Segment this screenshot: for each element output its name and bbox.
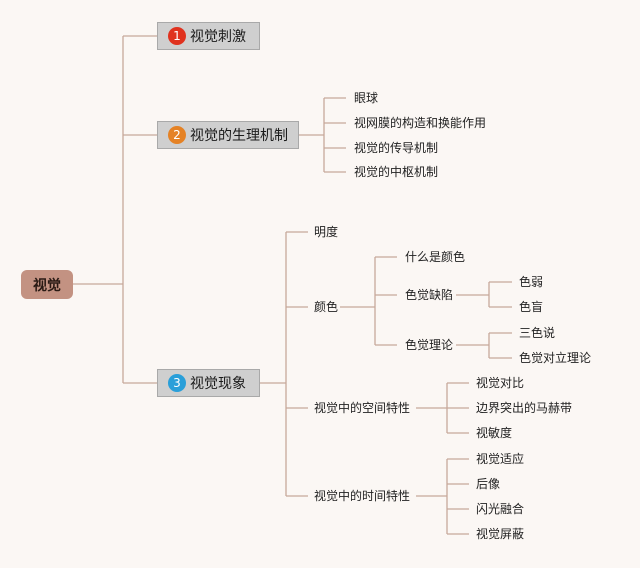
number-badge-2: 2 — [168, 126, 186, 144]
node-spatial-properties[interactable]: 视觉中的空间特性 — [314, 401, 411, 415]
branch-physiological-mechanism[interactable]: 2 视觉的生理机制 — [157, 121, 299, 149]
leaf-visual-contrast[interactable]: 视觉对比 — [476, 376, 525, 390]
node-color-theory[interactable]: 色觉理论 — [405, 338, 454, 352]
leaf-central-mechanism[interactable]: 视觉的中枢机制 — [354, 165, 439, 179]
leaf-visual-masking[interactable]: 视觉屏蔽 — [476, 527, 525, 541]
node-color[interactable]: 颜色 — [314, 300, 339, 314]
node-color-deficiency[interactable]: 色觉缺陷 — [405, 288, 454, 302]
node-temporal-properties[interactable]: 视觉中的时间特性 — [314, 489, 411, 503]
number-badge-1: 1 — [168, 27, 186, 45]
leaf-visual-adaptation[interactable]: 视觉适应 — [476, 452, 525, 466]
branch-visual-stimulus[interactable]: 1 视觉刺激 — [157, 22, 260, 50]
leaf-what-is-color[interactable]: 什么是颜色 — [405, 250, 466, 264]
branch-label: 视觉刺激 — [190, 29, 246, 45]
leaf-color-blindness[interactable]: 色盲 — [519, 300, 544, 314]
number-badge-3: 3 — [168, 374, 186, 392]
leaf-trichromatic-theory[interactable]: 三色说 — [519, 326, 556, 340]
branch-label: 视觉现象 — [190, 376, 246, 392]
leaf-color-weakness[interactable]: 色弱 — [519, 275, 544, 289]
leaf-visual-acuity[interactable]: 视敏度 — [476, 426, 513, 440]
root-node[interactable]: 视觉 — [21, 270, 73, 299]
leaf-opponent-process-theory[interactable]: 色觉对立理论 — [519, 351, 592, 365]
leaf-eyeball[interactable]: 眼球 — [354, 91, 379, 105]
leaf-mach-bands[interactable]: 边界突出的马赫带 — [476, 401, 573, 415]
leaf-flicker-fusion[interactable]: 闪光融合 — [476, 502, 525, 516]
leaf-retina-structure[interactable]: 视网膜的构造和换能作用 — [354, 116, 487, 130]
leaf-conduction-mechanism[interactable]: 视觉的传导机制 — [354, 141, 439, 155]
branch-visual-phenomena[interactable]: 3 视觉现象 — [157, 369, 260, 397]
leaf-brightness[interactable]: 明度 — [314, 225, 339, 239]
leaf-afterimage[interactable]: 后像 — [476, 477, 501, 491]
branch-label: 视觉的生理机制 — [190, 128, 288, 144]
